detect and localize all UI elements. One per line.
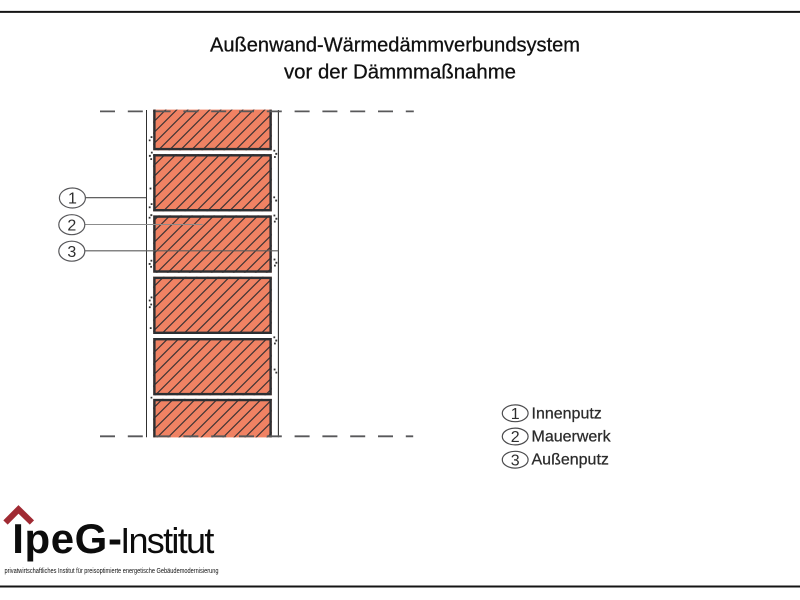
svg-text:2: 2 — [511, 429, 520, 446]
svg-text:Innenputz: Innenputz — [532, 405, 602, 422]
svg-text:1: 1 — [68, 191, 77, 208]
svg-text:Außenputz: Außenputz — [532, 452, 609, 469]
svg-text:Außenwand-Wärmedämmverbundsyst: Außenwand-Wärmedämmverbundsystem — [210, 33, 580, 56]
svg-text:2: 2 — [67, 217, 76, 234]
svg-text:3: 3 — [67, 244, 76, 261]
svg-text:privatwirtschaftliches Institu: privatwirtschaftliches Institut für prei… — [5, 568, 219, 575]
svg-text:vor der Dämmmaßnahme: vor der Dämmmaßnahme — [284, 61, 516, 84]
svg-text:Mauerwerk: Mauerwerk — [532, 429, 612, 446]
svg-text:Institut: Institut — [120, 520, 214, 561]
svg-text:IpeG-: IpeG- — [12, 515, 122, 562]
svg-text:1: 1 — [511, 406, 520, 423]
svg-text:3: 3 — [511, 452, 520, 469]
